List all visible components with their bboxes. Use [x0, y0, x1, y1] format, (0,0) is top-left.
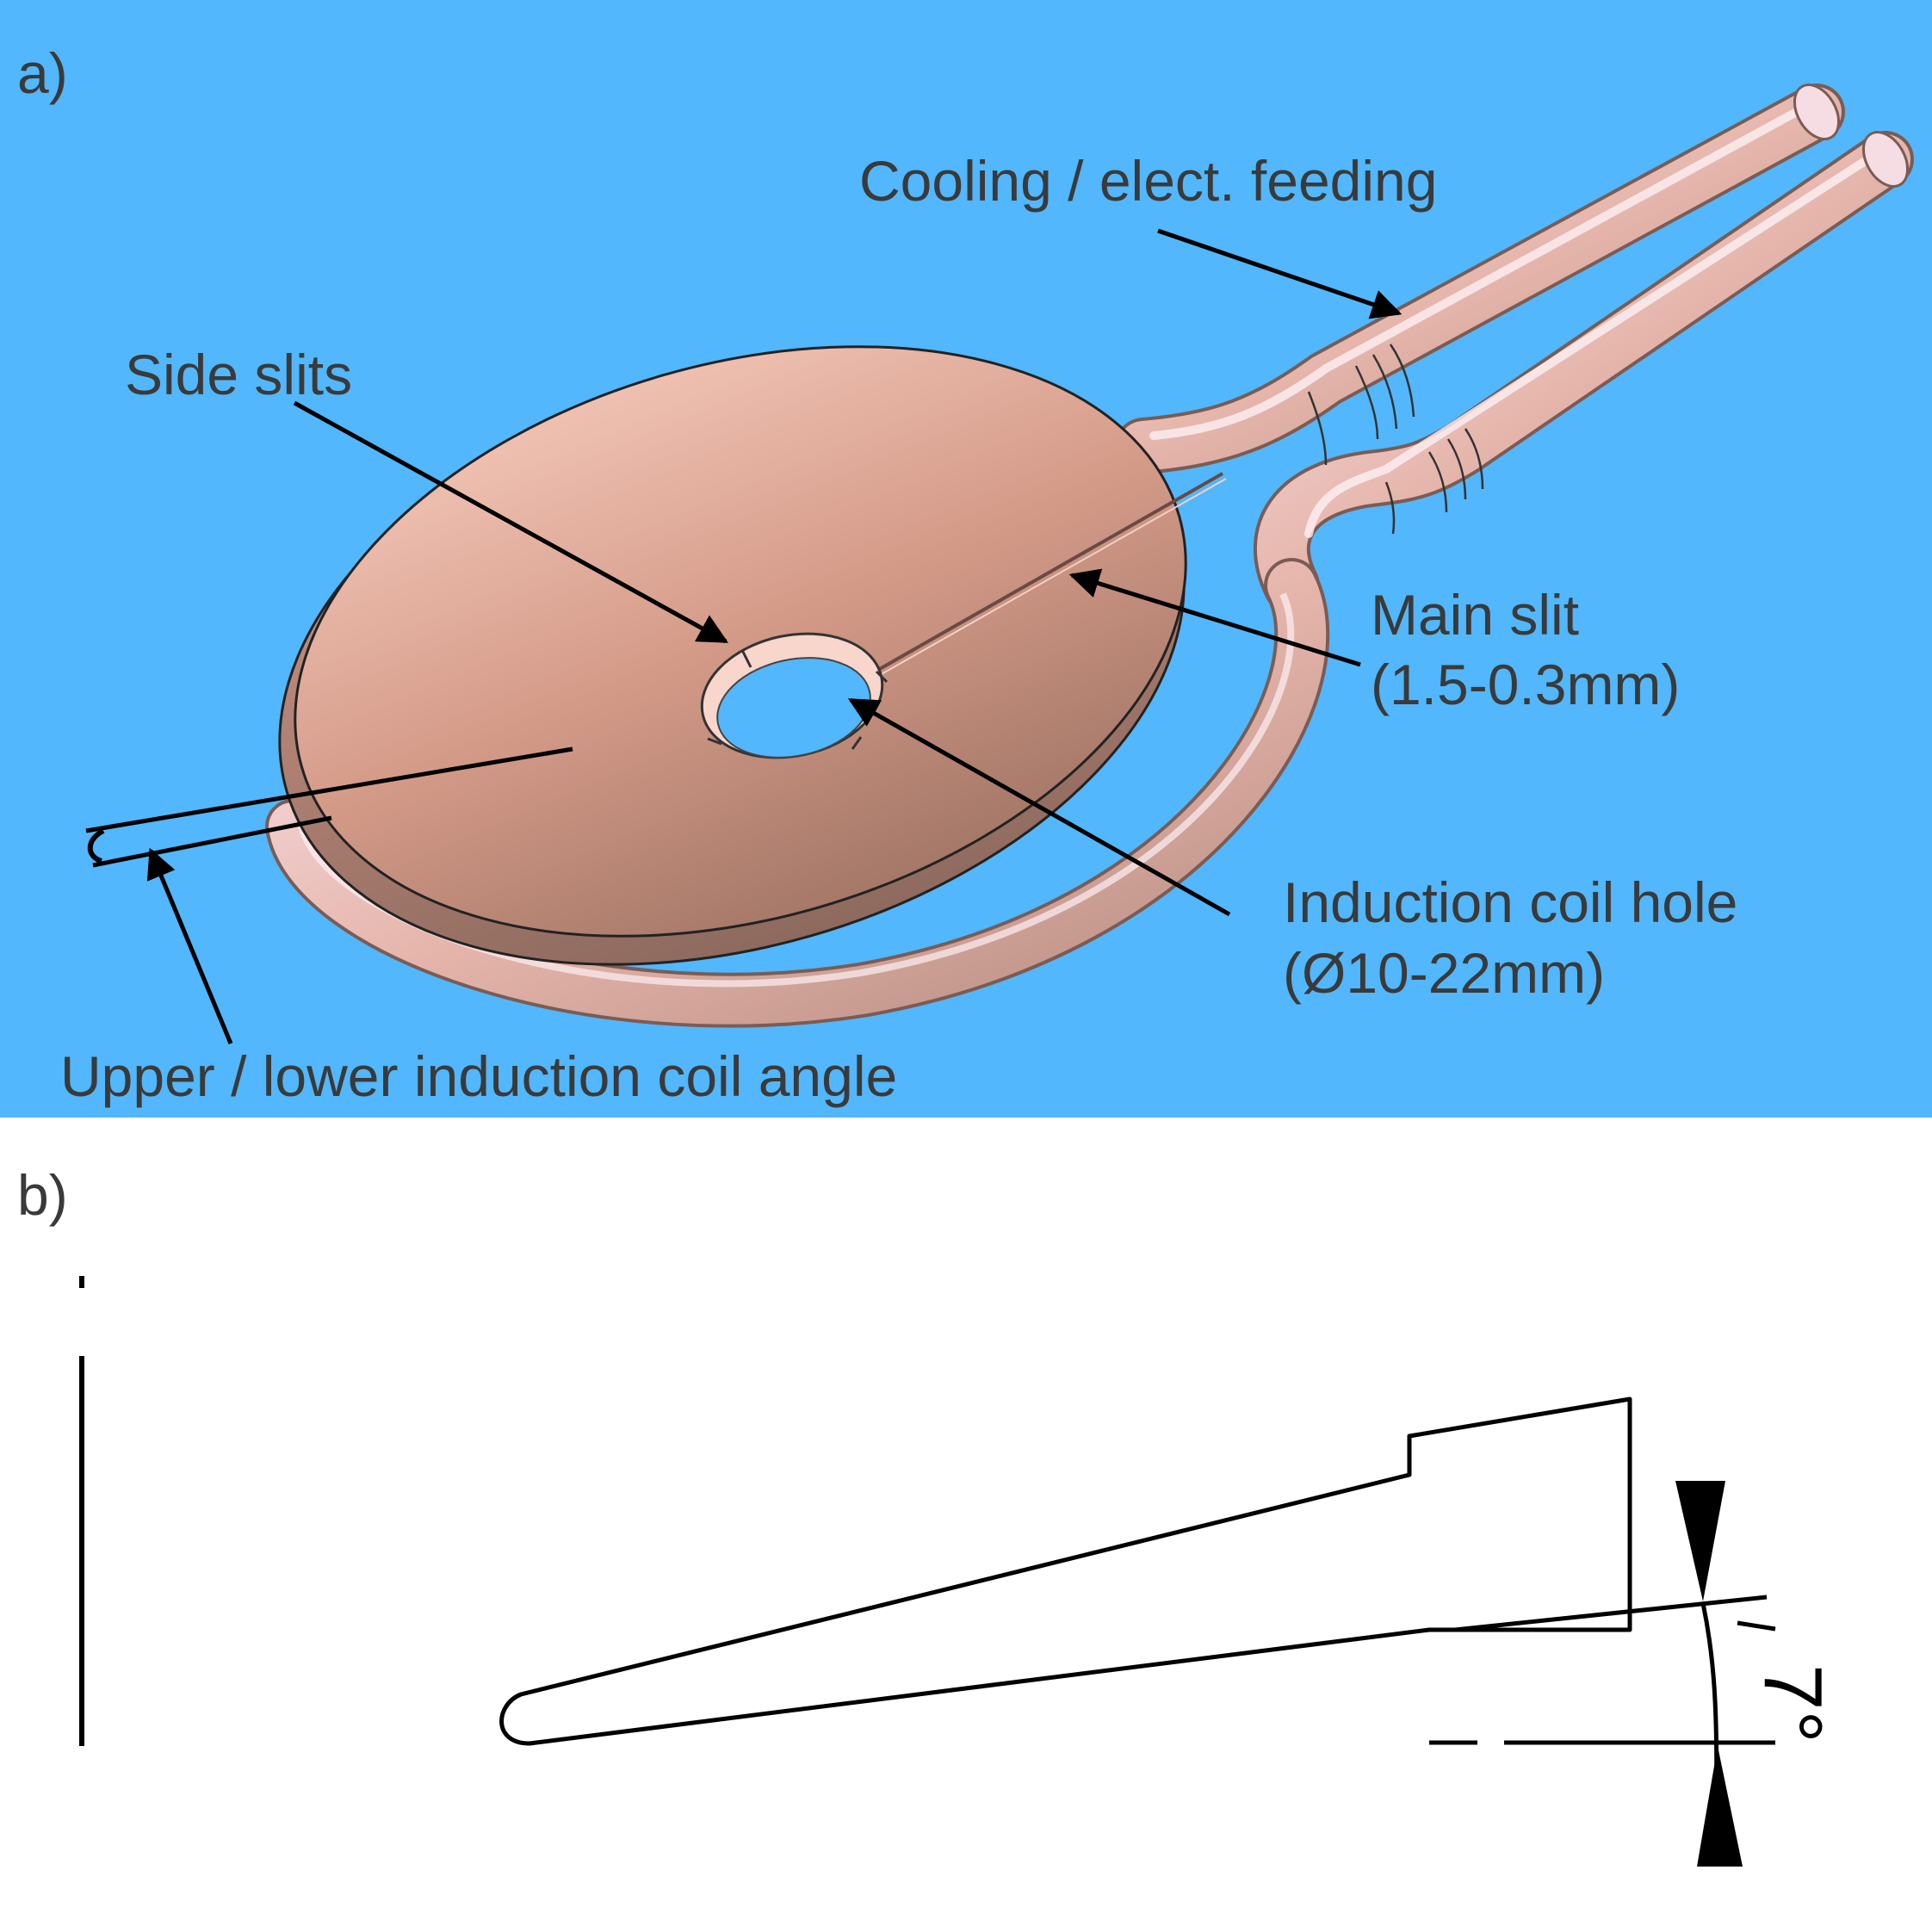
arrow-hole — [847, 697, 1231, 917]
axis-dot — [79, 1276, 84, 1288]
label-angle: Upper / lower induction coil angle — [60, 1044, 898, 1108]
arrow-cooling — [1157, 228, 1403, 319]
panel-a: a) Cooling / elect. feeding Side slits M… — [0, 0, 1932, 1118]
tube-rings — [1307, 344, 1484, 535]
panel-b: b) 7° — [0, 1118, 1932, 1932]
label-hole-range: (Ø10-22mm) — [1283, 941, 1606, 1005]
coil-3d-illustration — [85, 84, 1914, 1044]
side-slits — [707, 649, 889, 750]
label-cooling: Cooling / elect. feeding — [859, 149, 1438, 213]
label-main-slit: Main slit — [1371, 583, 1580, 647]
panel-b-label: b) — [17, 1163, 68, 1227]
coil-disk — [294, 345, 1187, 938]
coil-cross-section — [79, 1276, 1776, 1867]
arrow-angle — [146, 847, 233, 1044]
label-hole: Induction coil hole — [1283, 870, 1738, 934]
angle-arrow-bottom — [1697, 1746, 1743, 1867]
label-main-slit-range: (1.5-0.3mm) — [1371, 653, 1681, 716]
angle-reference-line — [1454, 1595, 1768, 1632]
tube-end-2 — [1861, 131, 1910, 188]
arrow-side-slits — [293, 400, 729, 644]
tube-end-1 — [1793, 84, 1841, 140]
angle-value-label: 7° — [1747, 1664, 1839, 1743]
arrow-main-slit — [1068, 568, 1361, 667]
label-side-slits: Side slits — [125, 343, 353, 406]
leader-arrows — [146, 228, 1403, 1044]
coil-angle-lines — [85, 746, 573, 868]
main-slit — [877, 472, 1223, 672]
angle-arrow-top — [1675, 1481, 1725, 1601]
coil-profile — [499, 1396, 1632, 1746]
panel-a-label: a) — [17, 41, 68, 105]
